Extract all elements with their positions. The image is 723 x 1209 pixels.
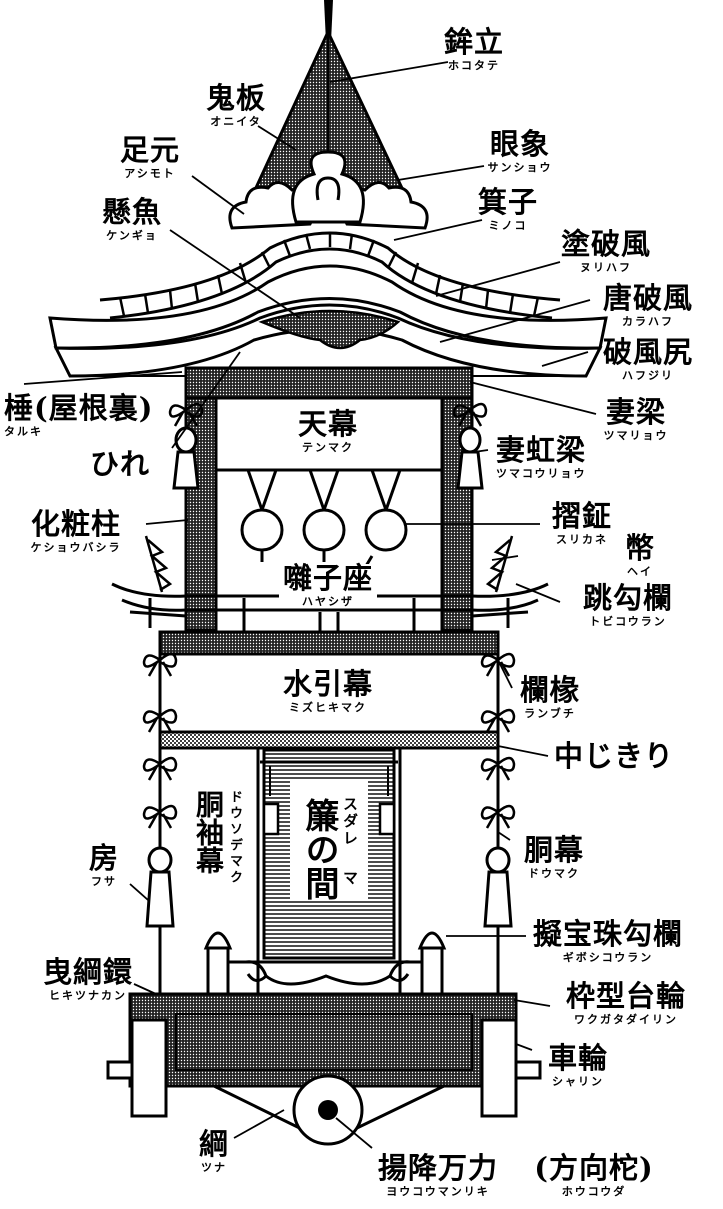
- minoko-tiles: [99, 231, 561, 320]
- label-houkouda: (方向柁)ホウコウダ: [534, 1151, 654, 1198]
- wheels: [106, 1018, 542, 1118]
- tenmaku-curtain: [214, 396, 444, 472]
- label-hokotate: 鉾立ホコタテ: [443, 25, 505, 72]
- manriki-winch: [213, 1074, 445, 1146]
- hei-streamers: [144, 535, 514, 593]
- label-surigane: 摺鉦スリカネ: [551, 499, 613, 546]
- kengyo-ornament: [258, 309, 401, 350]
- gibooshi-balustrade: [203, 931, 447, 996]
- label-oniita: 鬼板オニイタ: [205, 81, 267, 128]
- surigane-gongs: [240, 469, 408, 567]
- label-tsumakouryou: 妻虹梁ツマコウリョウ: [496, 433, 587, 480]
- label-tsumaryou: 妻梁ツマリョウ: [603, 395, 669, 442]
- tobikouran-balustrade: [111, 582, 549, 634]
- nakajikiri-divider: [158, 730, 500, 750]
- label-nurihafu: 塗破風ヌリハフ: [560, 227, 652, 274]
- label-taruki: 棰(屋根裏)タルキ: [4, 391, 154, 438]
- hire-tassels: [168, 402, 488, 490]
- label-hayashiza: 囃子座ハヤシザ: [278, 564, 378, 607]
- label-minoko: 箕子ミノコ: [477, 185, 539, 232]
- label-hikitsunakan: 曳綱鐶ヒキツナカン: [42, 955, 134, 1002]
- label-youkouman: 揚降万力ヨウコウマンリキ: [377, 1151, 499, 1198]
- label-fusa: 房フサ: [88, 841, 120, 888]
- fusa-tassels: [145, 846, 513, 928]
- label-tsuna: 綱ツナ: [198, 1127, 230, 1174]
- label-nakajikiri: 中じきり: [554, 739, 675, 773]
- label-ranbuchi: 欄椽ランブチ: [519, 673, 581, 720]
- dairin-base: [128, 992, 518, 1088]
- label-sanshou: 眼象サンショウ: [487, 127, 553, 174]
- label-hire: ひれ: [90, 447, 151, 481]
- label-ashimoto: 足元アシモト: [119, 133, 181, 180]
- label-tobikouran: 跳勾欄トビコウラン: [582, 581, 674, 628]
- label-hei: 幣ヘイ: [624, 531, 656, 578]
- label-karahafu: 唐破風カラハフ: [602, 281, 694, 328]
- label-dousodemaku-ruby: ドウソデマク: [227, 790, 242, 886]
- leader-lines: [23, 61, 597, 1149]
- body-frame: [158, 748, 500, 994]
- label-sudarenoma: 簾の間: [299, 798, 339, 900]
- label-hafujiri: 破風尻ハフジリ: [602, 335, 694, 382]
- label-kengyo: 懸魚ケンギョ: [101, 195, 163, 242]
- label-dousodemaku: 胴袖幕: [192, 790, 225, 874]
- label-sudarenoma-ruby-a: スダレ: [341, 796, 359, 847]
- label-keshoubashira: 化粧柱ケショウバシラ: [30, 507, 122, 554]
- label-tenmaku: 天幕テンマク: [297, 407, 359, 454]
- mizuhiki-curtain: [158, 652, 500, 734]
- hokotate-spear: [324, 0, 333, 42]
- tsumaryou-beam: [184, 366, 474, 400]
- label-mizuhikimaku: 水引幕ミズヒキマク: [282, 667, 374, 714]
- label-wakugatadairin: 枠型台輪ワクガタダイリン: [565, 979, 687, 1026]
- label-sudarenoma-ruby-b: マ: [341, 870, 359, 885]
- ranbuchi-frame: [158, 630, 500, 656]
- label-sharin: 車輪シャリン: [547, 1041, 609, 1088]
- label-gibooshikouran: 擬宝珠勾欄ギボシコウラン: [532, 917, 684, 964]
- label-doumaku: 胴幕ドウマク: [523, 833, 585, 880]
- sanshou-eye-ornament: [228, 150, 429, 230]
